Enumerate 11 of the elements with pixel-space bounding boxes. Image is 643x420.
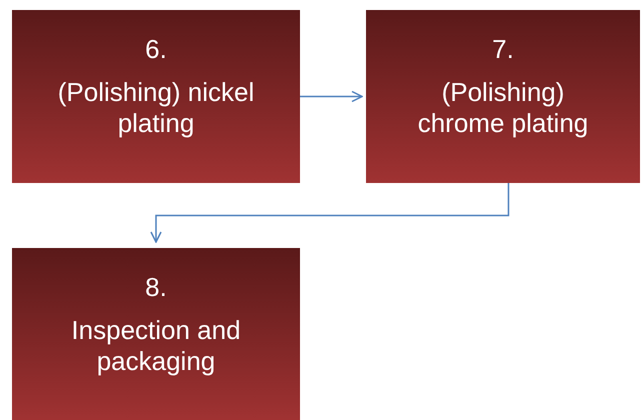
step-number: 8.	[145, 272, 167, 304]
step-label: (Polishing) nickel plating	[56, 77, 256, 140]
arrow	[150, 183, 510, 243]
process-box	[366, 10, 640, 183]
step-label: (Polishing) chrome plating	[416, 77, 590, 140]
step-label: Inspection and packaging	[70, 315, 242, 378]
process-box	[12, 10, 300, 183]
arrow	[300, 90, 363, 102]
process-box	[12, 248, 300, 420]
step-number: 7.	[492, 34, 514, 66]
step-number: 6.	[145, 34, 167, 66]
